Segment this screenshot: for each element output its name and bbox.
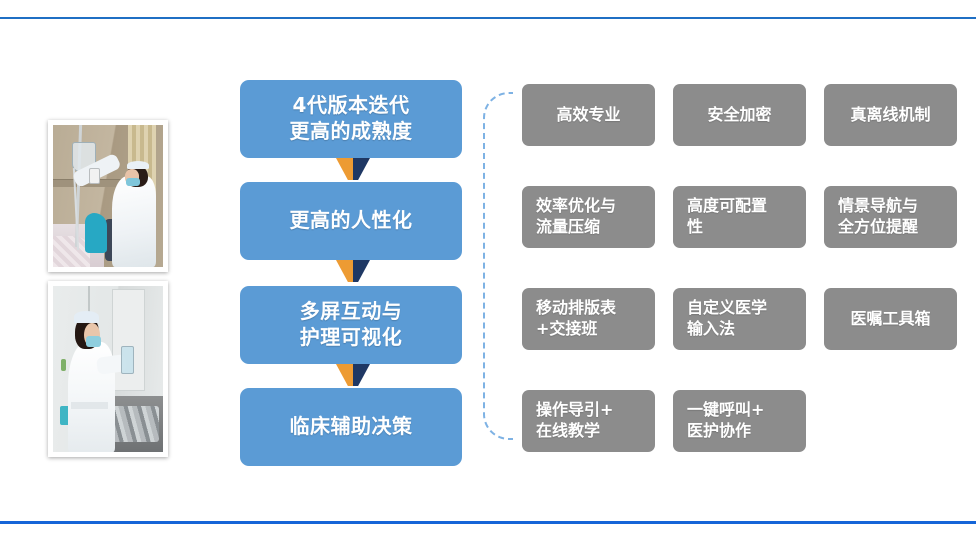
feature-box-r2c1[interactable]: 效率优化与 流量压缩 — [522, 186, 655, 248]
photo-nurse-preparing-medication — [48, 281, 168, 457]
feature-box-r2c3[interactable]: 情景导航与 全方位提醒 — [824, 186, 957, 248]
feature-box-r3c3-label: 医嘱工具箱 — [850, 308, 931, 328]
photo1-nurse-mask — [125, 177, 140, 187]
feature-box-r3c2[interactable]: 自定义医学 输入法 — [673, 288, 806, 350]
dashed-bracket-connector — [483, 92, 513, 440]
photo1-teal-bag — [84, 213, 107, 253]
photo-nurse-hanging-iv-bag — [48, 120, 168, 272]
flow-step-1-label: 4代版本迭代 更高的成熟度 — [289, 93, 413, 143]
photo2-nurse-mask — [86, 335, 102, 348]
photo2-medicine-vial — [121, 345, 135, 375]
feature-box-r1c2-label: 安全加密 — [707, 104, 772, 124]
flow-arrow-3-icon — [336, 364, 370, 386]
flow-step-2-label: 更高的人性化 — [289, 208, 413, 233]
photo1-handheld-device — [89, 167, 101, 184]
feature-box-r1c1-label: 高效专业 — [556, 104, 621, 124]
feature-box-r1c1[interactable]: 高效专业 — [522, 84, 655, 146]
photo2-wall-sign — [60, 359, 67, 371]
flow-step-1[interactable]: 4代版本迭代 更高的成熟度 — [240, 80, 462, 158]
feature-box-r3c1[interactable]: 移动排版表 +交接班 — [522, 288, 655, 350]
photo2-nurse-cap — [73, 310, 100, 323]
feature-box-r4c1-label: 操作导引+ 在线教学 — [536, 400, 614, 440]
flow-arrow-1-icon — [336, 158, 370, 180]
feature-box-r1c3-label: 真离线机制 — [850, 104, 931, 124]
bottom-divider-rule — [0, 521, 976, 524]
photo1-nurse-body — [112, 176, 157, 267]
feature-box-r2c2-label: 高度可配置 性 — [687, 196, 768, 236]
feature-box-r1c2[interactable]: 安全加密 — [673, 84, 806, 146]
feature-box-r3c3[interactable]: 医嘱工具箱 — [824, 288, 957, 350]
flow-arrow-2-icon — [336, 260, 370, 282]
feature-box-r2c2[interactable]: 高度可配置 性 — [673, 186, 806, 248]
flow-step-4[interactable]: 临床辅助决策 — [240, 388, 462, 466]
feature-box-r1c3[interactable]: 真离线机制 — [824, 84, 957, 146]
photo2-door — [112, 289, 146, 391]
feature-box-r4c2[interactable]: 一键呼叫+ 医护协作 — [673, 390, 806, 452]
flow-step-3-label: 多屏互动与 护理可视化 — [299, 299, 403, 349]
flow-step-4-label: 临床辅助决策 — [289, 414, 413, 439]
feature-box-r3c2-label: 自定义医学 输入法 — [687, 298, 768, 338]
top-divider-rule — [0, 17, 976, 19]
feature-box-r4c1[interactable]: 操作导引+ 在线教学 — [522, 390, 655, 452]
feature-box-r2c3-label: 情景导航与 全方位提醒 — [838, 196, 919, 236]
feature-box-r3c1-label: 移动排版表 +交接班 — [536, 298, 617, 338]
photo1-bedsheet — [53, 235, 91, 267]
photo1-nurse-cap — [126, 160, 149, 170]
photo-image-2 — [53, 286, 163, 452]
feature-box-r2c1-label: 效率优化与 流量压缩 — [536, 196, 617, 236]
flow-step-3[interactable]: 多屏互动与 护理可视化 — [240, 286, 462, 364]
feature-box-r4c2-label: 一键呼叫+ 医护协作 — [687, 400, 765, 440]
flow-step-2[interactable]: 更高的人性化 — [240, 182, 462, 260]
photo-image-1 — [53, 125, 163, 267]
photo2-nurse-belt — [70, 402, 108, 409]
